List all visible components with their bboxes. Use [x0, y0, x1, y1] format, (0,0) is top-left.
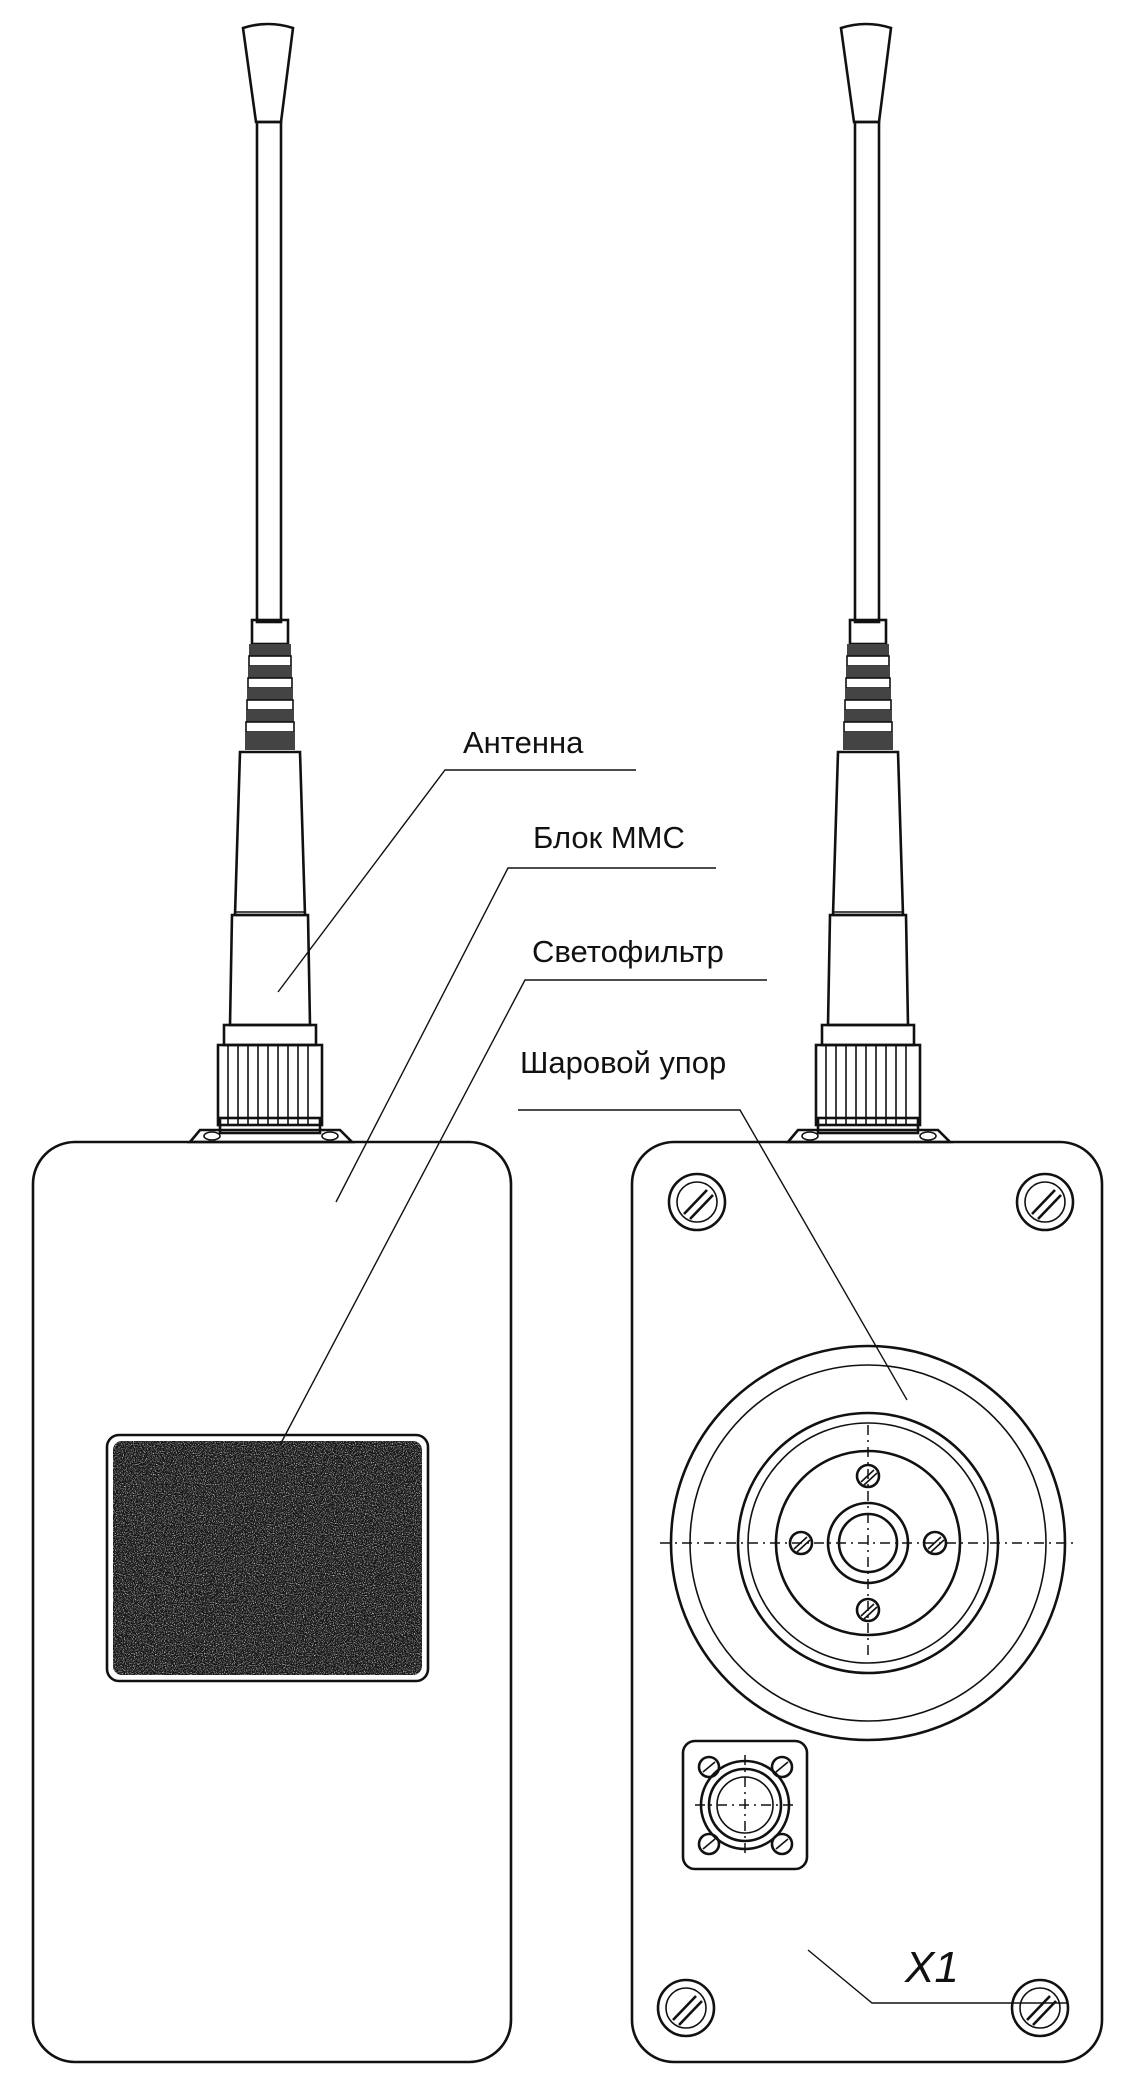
ball-stop-screw-top — [855, 1463, 881, 1489]
corner-screw-top-left — [667, 1172, 727, 1232]
label-light-filter: Светофильтр — [532, 934, 724, 969]
ball-stop — [660, 1344, 1076, 1742]
front-housing — [31, 1140, 513, 2064]
light-filter-window — [105, 1433, 430, 1683]
label-connector-x1: X1 — [904, 1943, 959, 1992]
leader-lines — [277, 769, 1068, 2004]
label-mms-block: Блок ММС — [533, 820, 685, 855]
front-view — [31, 22, 513, 2064]
back-view — [630, 22, 1104, 2064]
label-ball-stop: Шаровой упор — [520, 1045, 726, 1080]
corner-screw-top-right — [1015, 1172, 1075, 1232]
antenna-left — [187, 22, 356, 1144]
connector-x1 — [681, 1739, 809, 1871]
ball-stop-screw-right — [922, 1530, 948, 1556]
corner-screw-bottom-left — [656, 1978, 716, 2038]
ball-stop-screw-bottom — [855, 1597, 881, 1623]
label-antenna: Антенна — [463, 725, 584, 760]
back-housing — [630, 1140, 1104, 2064]
corner-screw-bottom-right — [1010, 1978, 1070, 2038]
ball-stop-screw-left — [788, 1530, 814, 1556]
antenna-right — [785, 22, 954, 1144]
